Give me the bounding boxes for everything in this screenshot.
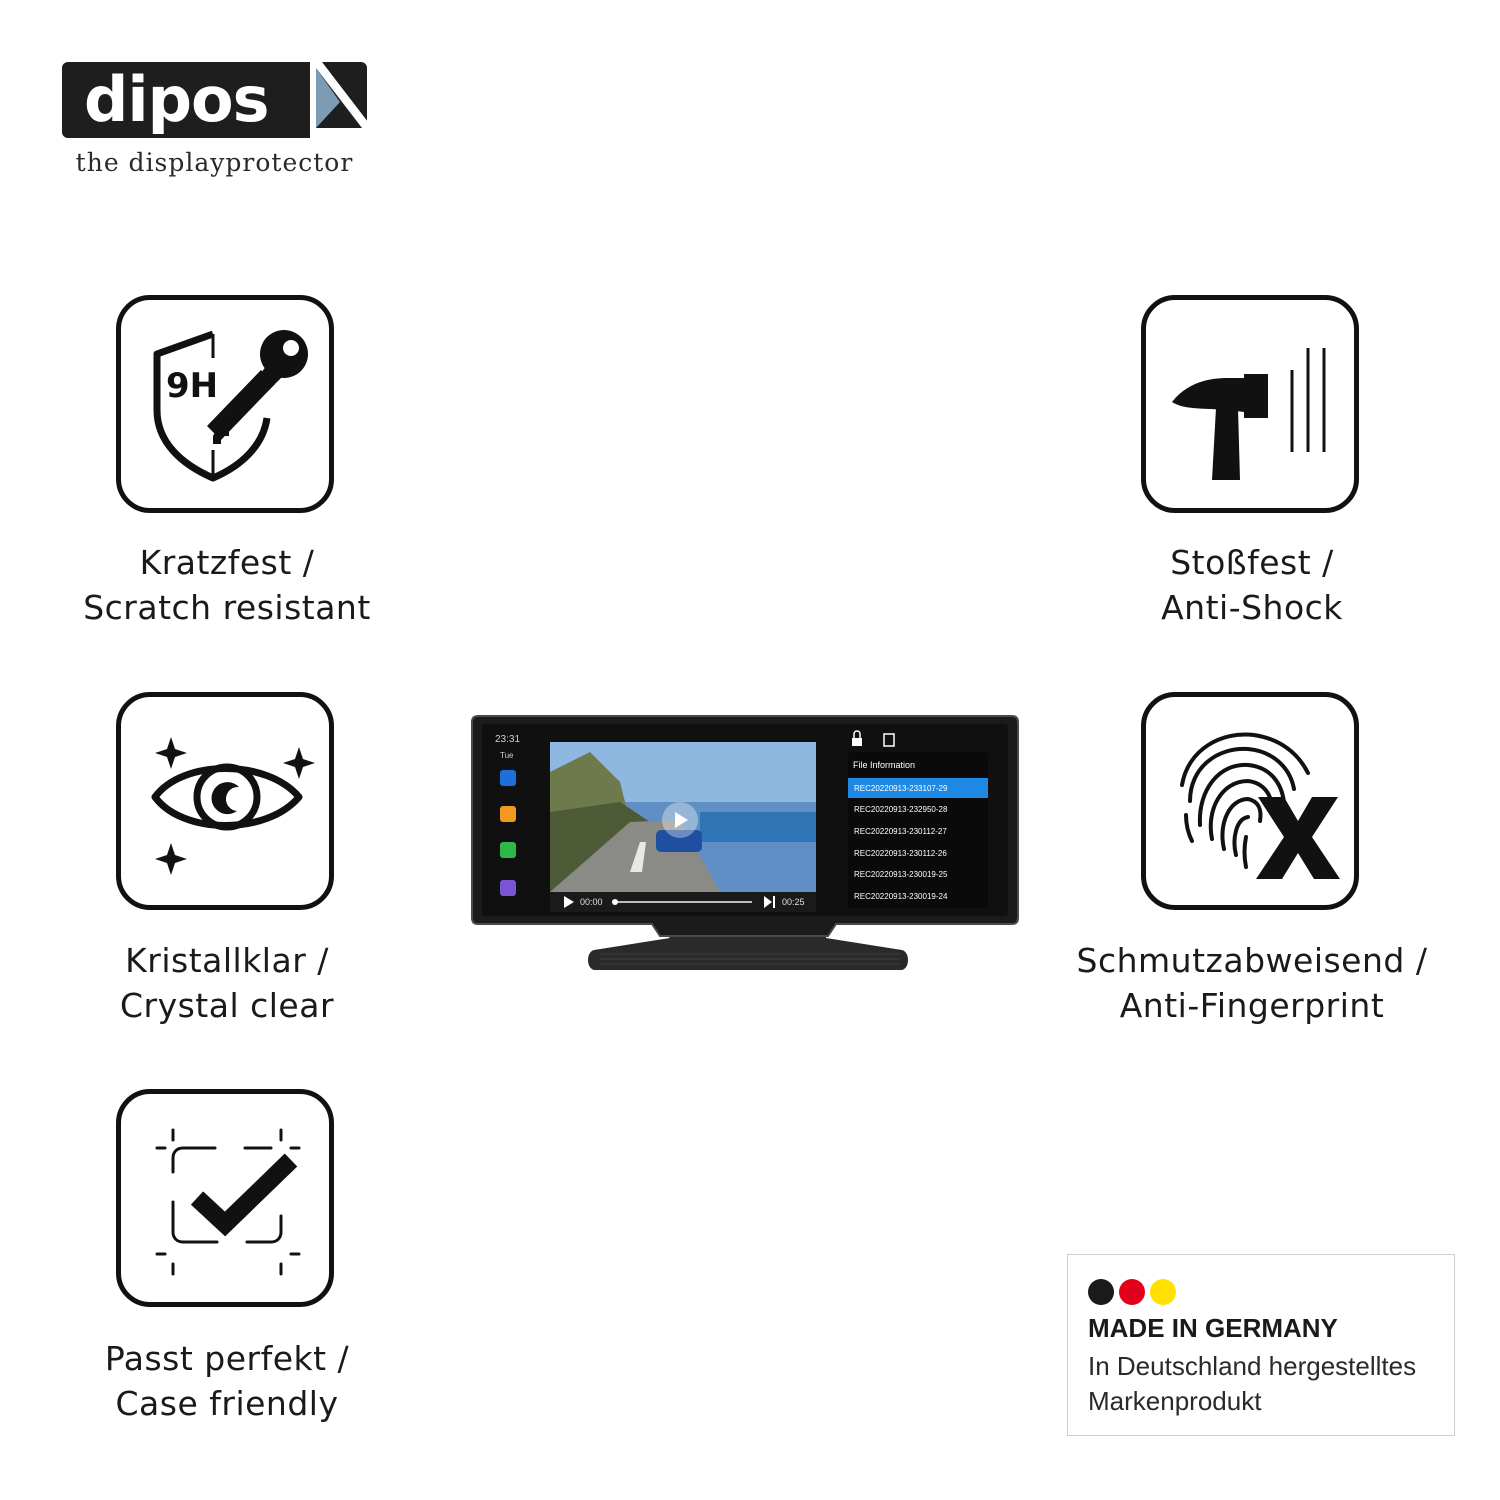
feature-tile-fingerprint	[1141, 692, 1359, 910]
feature-line2: Crystal clear	[119, 986, 335, 1025]
logo-fold-icon	[310, 62, 368, 138]
car-display-device: 23:31 Tue File Information REC20220913-2…	[470, 712, 1020, 974]
device-illustration: 23:31 Tue File Information REC20220913-2…	[471, 715, 1019, 970]
feature-tile-case	[116, 1089, 334, 1307]
feature-caption-scratch: Kratzfest / Scratch resistant	[17, 540, 437, 630]
file-item: REC20220913-230019-24	[854, 892, 948, 901]
frame-check-icon	[155, 1128, 301, 1276]
file-item: REC20220913-232950-28	[854, 805, 948, 814]
file-item: REC20220913-230019-25	[854, 870, 948, 879]
feature-caption-case: Passt perfekt / Case friendly	[17, 1336, 437, 1426]
feature-tile-scratch: 9H	[116, 295, 334, 513]
file-selection-highlight	[848, 778, 988, 798]
feature-tile-clear	[116, 692, 334, 910]
german-flag-dots-icon	[1088, 1279, 1176, 1305]
made-in-germany-line1: In Deutschland hergestelltes	[1088, 1351, 1417, 1381]
time-start: 00:00	[580, 897, 603, 907]
file-item: REC20220913-230112-27	[854, 827, 947, 836]
feature-line2: Anti-Fingerprint	[1119, 986, 1385, 1025]
feature-tile-shock	[1141, 295, 1359, 513]
made-in-germany-subtitle: In Deutschland hergestelltes Markenprodu…	[1088, 1349, 1416, 1419]
feature-line1: Passt perfekt /	[104, 1339, 350, 1378]
feature-line1: Kristallklar /	[125, 941, 329, 980]
made-in-germany-line2: Markenprodukt	[1088, 1386, 1262, 1416]
feature-caption-clear: Kristallklar / Crystal clear	[17, 938, 437, 1028]
shield-9h-key-icon: 9H	[153, 330, 308, 482]
panel-title: File Information	[853, 760, 915, 770]
screen-day: Tue	[500, 751, 514, 760]
feature-line1: Kratzfest /	[139, 543, 315, 582]
logo-wordmark: dipos	[84, 63, 270, 136]
made-in-germany-title: MADE IN GERMANY	[1088, 1313, 1338, 1343]
brand-tagline: the displayprotector	[75, 148, 354, 177]
screen-time: 23:31	[495, 734, 520, 745]
feature-line2: Anti-Shock	[1161, 588, 1343, 627]
hammer-icon	[1172, 348, 1326, 480]
feature-caption-shock: Stoßfest / Anti-Shock	[1042, 540, 1462, 630]
feature-line1: Stoßfest /	[1170, 543, 1334, 582]
feature-line2: Case friendly	[115, 1384, 339, 1423]
dipos-logo: dipos	[62, 62, 368, 140]
eye-sparkle-icon	[151, 737, 315, 875]
file-item: REC20220913-233107-29	[854, 784, 948, 793]
made-in-germany-badge: MADE IN GERMANY In Deutschland hergestel…	[1067, 1254, 1455, 1436]
feature-caption-fingerprint: Schmutzabweisend / Anti-Fingerprint	[1042, 938, 1462, 1028]
feature-line1: Schmutzabweisend /	[1076, 941, 1428, 980]
fingerprint-x-icon	[1180, 732, 1340, 879]
file-item: REC20220913-230112-26	[854, 849, 947, 858]
time-end: 00:25	[782, 897, 805, 907]
shield-label: 9H	[166, 366, 218, 406]
feature-line2: Scratch resistant	[83, 588, 371, 627]
